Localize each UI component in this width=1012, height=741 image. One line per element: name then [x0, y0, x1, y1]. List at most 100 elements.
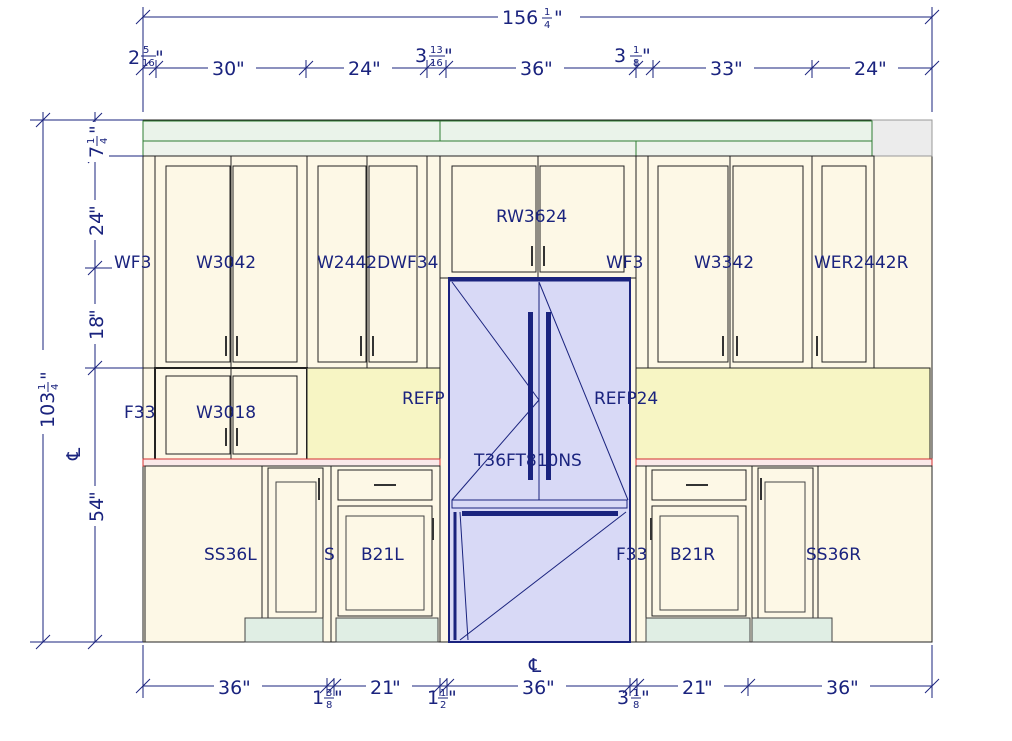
ss36r-door-inner	[764, 481, 806, 613]
bottom-seg-8-whole: 36	[826, 677, 850, 699]
bottom-seg-2-num: 3	[326, 688, 332, 699]
left-seg-2-unit: "	[86, 205, 108, 214]
bottom-seg-4-den: 2	[440, 700, 446, 711]
ss36l-handle	[318, 478, 320, 500]
bottom-seg-6-whole: 3	[617, 687, 629, 709]
overall-width-dimension: 156 1 4 "	[135, 6, 940, 112]
top-seg-5-unit: "	[544, 58, 553, 80]
w2442-handle-left	[360, 336, 362, 356]
crown-molding-left	[142, 120, 441, 142]
bottom-seg-3-whole: 21	[370, 677, 394, 699]
w3342-handle-left	[722, 336, 724, 356]
b21l-drawer	[337, 469, 433, 501]
w3018-handle-right	[236, 428, 238, 446]
top-seg-3-whole: 24	[348, 58, 372, 80]
label-ss36r: SS36R	[806, 545, 861, 565]
cabinet-labels: WF3 W3042 W2442DWF34 RW3624 WF3 W3342 WE…	[114, 207, 909, 565]
fridge-swing-right-a	[538, 281, 629, 501]
label-refp-left: REFP	[402, 389, 445, 409]
bottom-seg-1-whole: 36	[218, 677, 242, 699]
fridge-handle-right	[546, 312, 551, 480]
overall-width-den: 4	[544, 20, 550, 31]
cabinet-b21r	[645, 465, 753, 643]
bottom-seg-6-den: 8	[633, 700, 639, 711]
label-fridge: T36FT810NS	[473, 451, 582, 471]
bottom-seg-6-num: 1	[633, 688, 639, 699]
b21r-handle	[650, 518, 652, 540]
label-b21l: B21L	[361, 545, 404, 565]
label-b21r: B21R	[670, 545, 715, 565]
left-vertical-dimensions: 103 1 4 " 7 1 4 "	[30, 112, 143, 650]
bottom-seg-7-unit: "	[704, 677, 713, 699]
top-seg-1-num: 5	[143, 45, 149, 56]
rw3624-door-right	[539, 165, 625, 273]
left-seg-3-unit: "	[86, 309, 108, 318]
rw3624-handle-right	[543, 246, 545, 266]
top-seg-6-whole: 3	[614, 45, 626, 67]
ss36l-door-inner	[275, 481, 317, 613]
fridge-drawer-handle	[462, 511, 618, 516]
bottom-seg-4-whole: 1	[427, 687, 439, 709]
crown-molding-lower	[142, 140, 873, 157]
w3342-handle-right	[736, 336, 738, 356]
toekick-3	[645, 617, 751, 643]
w3342-door-left	[657, 165, 729, 363]
label-w3018: W3018	[196, 403, 256, 423]
left-seg-1-whole: 7	[86, 146, 108, 158]
left-seg-1-num: 1	[86, 138, 97, 144]
rw3624-door-left	[451, 165, 537, 273]
b21l-door	[337, 505, 433, 617]
left-seg-3-whole: 18	[86, 316, 108, 340]
bottom-seg-8-unit: "	[850, 677, 859, 699]
w3042-handle-left	[225, 336, 227, 356]
left-seg-4-whole: 54	[86, 498, 108, 522]
toekick-1	[244, 617, 324, 643]
w3042-door-right	[232, 165, 298, 363]
top-seg-7-unit: "	[734, 58, 743, 80]
wer2442r-handle	[816, 336, 818, 356]
bottom-seg-4-num: 1	[440, 688, 446, 699]
overall-width-unit: "	[554, 7, 563, 29]
toekick-2	[335, 617, 439, 643]
bottom-seg-5-unit: "	[546, 677, 555, 699]
countertop-left	[142, 458, 441, 467]
panel-refp-right	[635, 367, 931, 461]
b21l-drawer-pull	[374, 484, 396, 486]
fridge-swing-left-b	[451, 399, 540, 501]
overall-height-unit: "	[37, 371, 59, 380]
w2442-door-left	[317, 165, 367, 363]
centerline-symbol-left: ℄	[63, 447, 85, 461]
cabinet-ss36l	[144, 465, 332, 643]
fridge-swing-drawer-a	[459, 511, 627, 641]
top-seg-1-unit: "	[155, 47, 164, 69]
b21r-door-inner	[659, 515, 739, 611]
bottom-seg-6-unit: "	[641, 687, 650, 709]
top-seg-4-den: 16	[430, 58, 443, 69]
top-seg-6-unit: "	[642, 45, 651, 67]
ss36r-handle	[760, 478, 762, 500]
b21l-door-inner	[345, 515, 425, 611]
fridge-swing-drawer-b	[459, 511, 469, 641]
bottom-seg-1-unit: "	[242, 677, 251, 699]
top-seg-4-whole: 3	[415, 45, 427, 67]
crown-molding-right	[439, 120, 873, 142]
label-w2442dwf34: W2442DWF34	[317, 253, 438, 273]
top-seg-5-whole: 36	[520, 58, 544, 80]
cabinet-ss36r	[751, 465, 933, 643]
panel-refp-left	[306, 367, 441, 461]
overall-height-whole: 103	[37, 392, 59, 428]
fridge-handle-left	[528, 312, 533, 480]
bottom-seg-7-whole: 21	[682, 677, 706, 699]
top-seg-4-unit: "	[444, 45, 453, 67]
rw3624-handle-left	[531, 246, 533, 266]
top-seg-7-whole: 33	[710, 58, 734, 80]
top-seg-3-unit: "	[372, 58, 381, 80]
top-seg-2-whole: 30	[212, 58, 236, 80]
bottom-seg-2-den: 8	[326, 700, 332, 711]
label-wf3-right: WF3	[606, 253, 643, 273]
soffit-strip	[871, 119, 933, 157]
bottom-seg-2-unit: "	[334, 687, 343, 709]
bottom-seg-4-unit: "	[448, 687, 457, 709]
toekick-4	[751, 617, 833, 643]
wer2442r-door	[821, 165, 867, 363]
